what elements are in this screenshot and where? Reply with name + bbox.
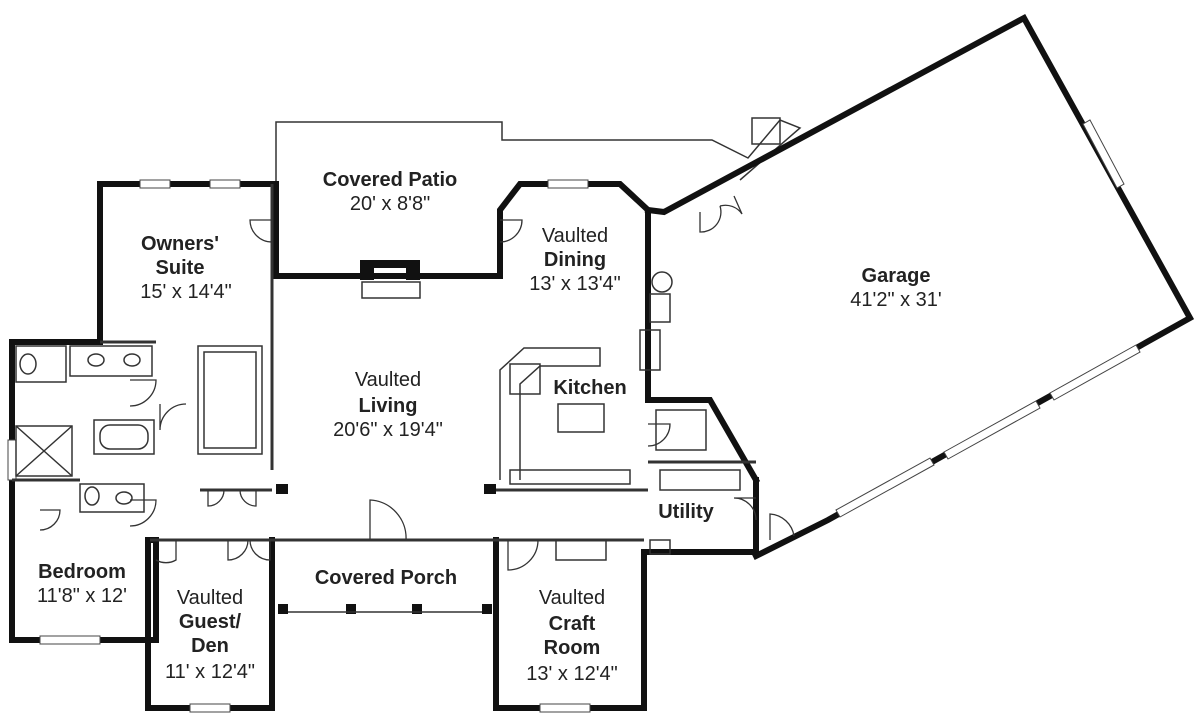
fireplace [360,260,420,280]
porch-posts [278,604,492,614]
covered-patio-name: Covered Patio [323,169,457,191]
craft-room-prefix: Vaulted [539,587,605,609]
garage-name: Garage [862,265,931,287]
doors [39,195,795,571]
room-labels: Covered Patio 20' x 8'8" Owners' Suite 1… [37,169,942,685]
owners-suite-name-line1: Owners' [141,233,219,255]
kitchen-name: Kitchen [553,377,626,399]
covered-patio-dims: 20' x 8'8" [350,193,430,215]
guest-den-name-line2: Den [191,635,229,657]
craft-room-dims: 13' x 12'4" [526,663,617,685]
owners-suite-dims: 15' x 14'4" [140,281,231,303]
living-name: Living [359,395,418,417]
dining-prefix: Vaulted [542,225,608,247]
bedroom-name: Bedroom [38,561,126,583]
guest-den-name-line1: Guest/ [179,611,242,633]
windows [7,119,1141,713]
bath-fixtures [15,345,263,513]
patio-outline [275,117,802,299]
craft-room-name-line1: Craft [549,613,596,635]
dining-dims: 13' x 13'4" [529,273,620,295]
bedroom-dims: 11'8" x 12' [37,585,127,607]
living-prefix: Vaulted [355,369,421,391]
dining-name: Dining [544,249,606,271]
covered-porch-name: Covered Porch [315,567,457,589]
utility-name: Utility [658,501,714,523]
owners-suite-name-line2: Suite [156,257,205,279]
guest-den-prefix: Vaulted [177,587,243,609]
living-dims: 20'6" x 19'4" [333,419,443,441]
interior-walls [12,184,756,542]
craft-room-name-line2: Room [544,637,601,659]
kitchen-fixtures [499,271,741,561]
guest-den-dims: 11' x 12'4" [165,661,255,683]
garage-dims: 41'2" x 31' [850,289,941,311]
